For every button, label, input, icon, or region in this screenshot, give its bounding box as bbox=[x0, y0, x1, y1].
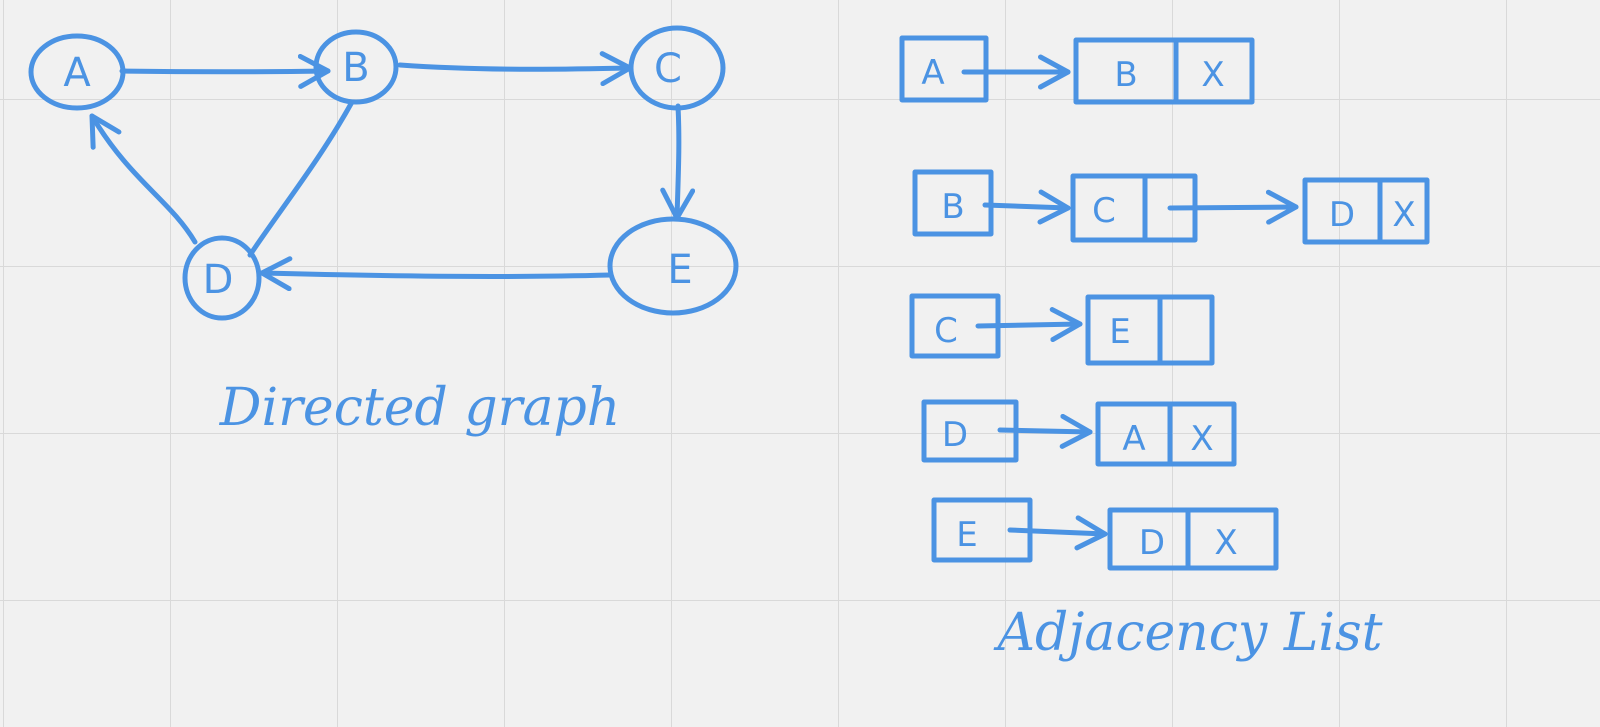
node-value: B bbox=[1114, 55, 1137, 95]
adjacency-row-e: E D X bbox=[931, 497, 1279, 571]
adjacency-row-d: D A X bbox=[921, 399, 1237, 467]
edge-b-to-c bbox=[397, 51, 633, 87]
row-arrow bbox=[997, 413, 1093, 449]
null-marker: X bbox=[1201, 55, 1224, 95]
edge-c-to-e bbox=[660, 103, 696, 221]
list-node bbox=[1095, 401, 1237, 467]
head-label: A bbox=[921, 53, 944, 93]
head-cell bbox=[899, 35, 989, 103]
row-arrow bbox=[982, 189, 1071, 225]
row-arrow bbox=[1007, 515, 1108, 551]
graph-node-e: E bbox=[607, 216, 739, 316]
edge-e-to-d bbox=[259, 256, 613, 292]
adjacency-row-c: C E bbox=[909, 293, 1215, 366]
list-node bbox=[1302, 177, 1430, 245]
node-label: C bbox=[654, 46, 682, 92]
edge-d-to-a bbox=[89, 113, 198, 245]
list-node bbox=[1073, 37, 1255, 105]
head-label: E bbox=[956, 515, 977, 555]
node-circle bbox=[182, 235, 262, 321]
adjacency-row-a: A B X bbox=[899, 35, 1255, 105]
row-arrow bbox=[1167, 189, 1299, 225]
edge-d-to-b bbox=[247, 99, 355, 258]
adjacency-row-b: B C D X bbox=[912, 169, 1430, 245]
graph-node-c: C bbox=[628, 25, 726, 111]
node-value: D bbox=[1329, 195, 1355, 235]
list-node bbox=[1107, 507, 1279, 571]
edge-a-to-b bbox=[119, 53, 331, 89]
adjacency-list: A B X B C D X C E bbox=[899, 35, 1430, 663]
head-label: C bbox=[934, 311, 958, 351]
graph-node-d: D bbox=[182, 235, 262, 321]
graph-edges bbox=[89, 51, 696, 292]
graph-caption: Directed graph bbox=[219, 378, 621, 438]
node-circle bbox=[628, 25, 726, 111]
node-value: E bbox=[1109, 312, 1130, 352]
node-value: C bbox=[1092, 191, 1116, 231]
null-marker: X bbox=[1214, 523, 1237, 563]
list-node bbox=[1085, 294, 1215, 366]
head-label: B bbox=[941, 187, 964, 227]
node-label: D bbox=[203, 257, 234, 303]
node-label: E bbox=[667, 247, 692, 293]
node-circle bbox=[313, 29, 399, 105]
node-label: A bbox=[63, 50, 91, 96]
null-marker: X bbox=[1392, 195, 1415, 235]
row-arrow bbox=[975, 307, 1083, 343]
null-marker: X bbox=[1190, 419, 1213, 459]
head-label: D bbox=[942, 415, 968, 455]
node-label: B bbox=[342, 45, 369, 91]
node-circle bbox=[28, 33, 126, 111]
directed-graph: A B C D E Directed graph bbox=[28, 25, 739, 438]
adjacency-list-caption: Adjacency List bbox=[993, 603, 1382, 663]
graph-node-b: B bbox=[313, 29, 399, 105]
node-value: D bbox=[1139, 523, 1165, 563]
node-value: A bbox=[1122, 419, 1145, 459]
node-circle bbox=[607, 216, 739, 316]
graph-node-a: A bbox=[28, 33, 126, 111]
